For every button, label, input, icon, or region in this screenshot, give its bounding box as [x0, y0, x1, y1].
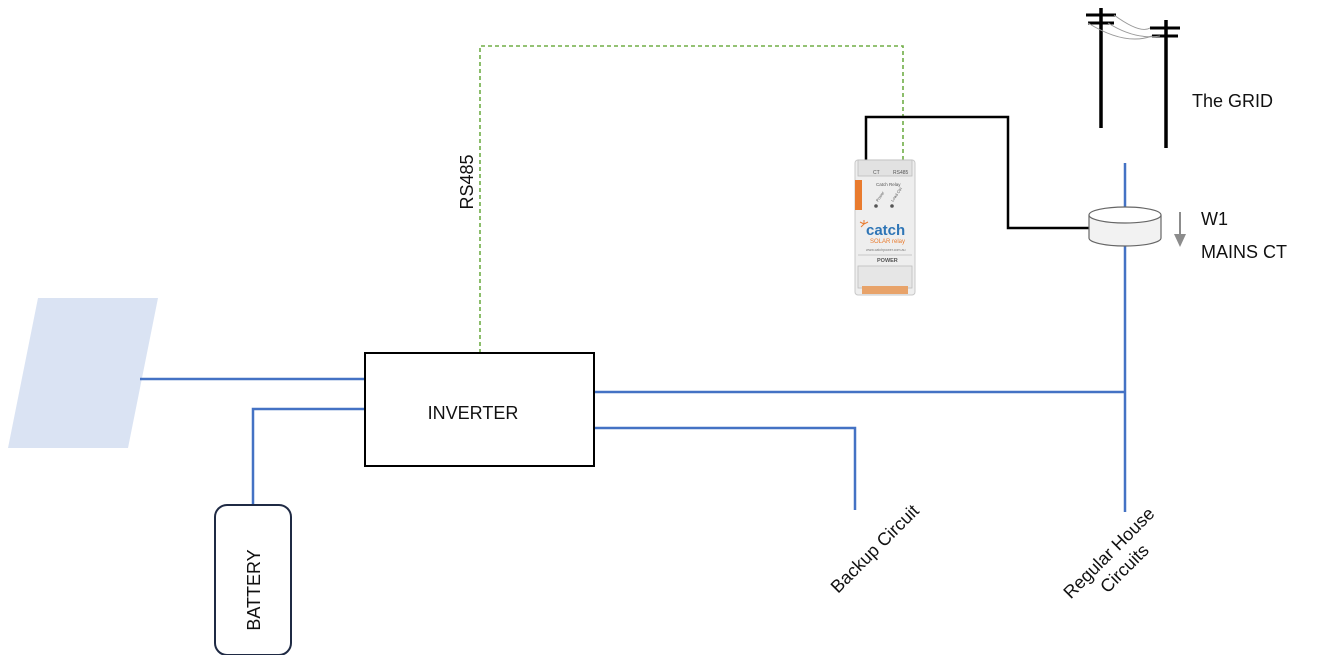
relay-model-text: Catch Relay: [876, 182, 901, 187]
sun-logo-icon: [859, 220, 869, 228]
backup-circuit-label: Backup Circuit: [827, 501, 923, 597]
relay-brand-text: catch: [866, 222, 905, 239]
relay-orange-tab: [855, 180, 862, 210]
relay-base-shadow: [862, 286, 908, 294]
ct-cable: [864, 115, 1089, 230]
power-wiring: [140, 163, 1127, 512]
relay-port-left-label: CT: [873, 170, 880, 176]
relay-website-text: www.catchpower.com.au: [866, 248, 906, 252]
rs485-line: [479, 45, 904, 353]
battery: BATTERY: [214, 504, 292, 655]
led-load-icon: [890, 204, 894, 208]
backup-circuit-line: [594, 426, 857, 510]
rs485-label: RS485: [457, 154, 477, 209]
ct-clamp-top: [1088, 206, 1162, 224]
battery-box: [214, 504, 292, 655]
led-power-icon: [874, 204, 878, 208]
relay-power-label: POWER: [877, 258, 898, 264]
relay-top-terminal: [857, 159, 913, 177]
solar-panel: [8, 298, 158, 448]
relay-port-right-label: RS485: [893, 170, 909, 176]
ct-label-w1: W1: [1201, 209, 1228, 229]
house-circuits-label: Regular House Circuits: [1059, 503, 1158, 602]
down-arrow-icon: [1174, 212, 1186, 247]
relay-led-power-label: Power: [875, 190, 886, 203]
battery-to-inverter-line: [251, 407, 365, 505]
ct-label-mains: MAINS CT: [1201, 242, 1287, 262]
inverter-label: INVERTER: [428, 403, 519, 423]
battery-label: BATTERY: [244, 549, 264, 630]
solar-relay-device: CT RS485 Catch Relay Power Load Ctrl cat…: [854, 159, 916, 296]
utility-poles-icon: [1086, 8, 1180, 148]
relay-bottom-terminal: [857, 265, 913, 289]
inverter-box: [364, 352, 595, 467]
ct-clamp-body: [1088, 215, 1162, 247]
inverter: INVERTER: [364, 352, 595, 467]
grid-label: The GRID: [1192, 91, 1273, 111]
relay-product-text: SOLAR relay: [870, 239, 905, 245]
mains-ct: [1088, 206, 1162, 247]
